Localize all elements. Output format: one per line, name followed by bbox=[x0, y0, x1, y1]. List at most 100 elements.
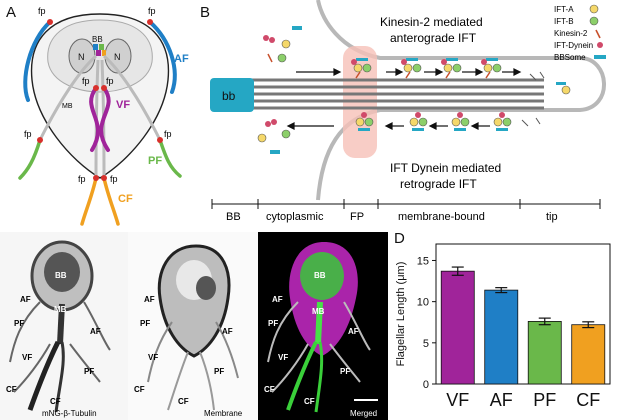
c2-af-left-label: AF bbox=[144, 295, 155, 304]
y-tick-label: 10 bbox=[417, 297, 429, 309]
posterolateral-flagellum-right bbox=[158, 138, 182, 178]
legend-item: IFT-Dynein bbox=[554, 41, 593, 50]
c1-bb-label: BB bbox=[55, 271, 67, 280]
retrograde-trains bbox=[355, 112, 512, 131]
bar bbox=[571, 324, 606, 385]
caudal-flagellum-left bbox=[80, 176, 98, 226]
anterograde-trains bbox=[351, 58, 502, 79]
anterior-flagellum-right bbox=[148, 20, 177, 94]
c2-caption: Membrane bbox=[204, 409, 243, 418]
anterograde-title: Kinesin-2 mediated bbox=[380, 15, 483, 29]
legend-item: IFT-B bbox=[554, 17, 574, 26]
kinesin-icon bbox=[595, 29, 601, 39]
x-tick-label: CF bbox=[576, 390, 600, 410]
x-tick-label: VF bbox=[446, 390, 469, 410]
legend-item: Kinesin-2 bbox=[554, 29, 588, 38]
c1-vf-label: VF bbox=[22, 353, 32, 362]
c2-vf-label: VF bbox=[148, 353, 158, 362]
c3-cf-left-label: CF bbox=[264, 385, 275, 394]
c2-cf-left-label: CF bbox=[134, 385, 145, 394]
n-left-label: N bbox=[78, 52, 85, 62]
micrograph-tubulin: BB AF MB PF AF VF PF CF CF mNG-β-Tubulin bbox=[0, 232, 128, 420]
ventral-flagella bbox=[89, 86, 100, 152]
y-tick-label: 5 bbox=[423, 338, 429, 350]
anterograde-title-2: anterograde IFT bbox=[390, 31, 477, 45]
n-right-label: N bbox=[114, 52, 121, 62]
panel-b-label: B bbox=[200, 4, 211, 21]
region-label: BB bbox=[226, 211, 241, 223]
cytoplasmic-components bbox=[257, 26, 571, 154]
caudal-flagellum-right bbox=[102, 176, 120, 226]
bb-label: BB bbox=[92, 35, 103, 44]
fp-label: fp bbox=[78, 174, 86, 184]
c1-af-right-label: AF bbox=[90, 327, 101, 336]
bar bbox=[527, 321, 562, 385]
retrograde-arrows bbox=[286, 122, 490, 130]
fp-label: fp bbox=[38, 6, 46, 16]
c2-pf-right-label: PF bbox=[214, 367, 224, 376]
cf-label: CF bbox=[118, 193, 133, 205]
y-tick-label: 0 bbox=[423, 379, 429, 391]
c2-cf-right-label: CF bbox=[178, 397, 189, 406]
c3-mb-label: MB bbox=[312, 307, 325, 316]
fp-dot bbox=[157, 137, 163, 143]
c3-af-right-label: AF bbox=[348, 327, 359, 336]
fp-label: fp bbox=[24, 129, 32, 139]
region-label: membrane-bound bbox=[398, 211, 485, 223]
anterior-flagellum-left bbox=[23, 20, 52, 102]
region-axis: BB cytoplasmic FP membrane-bound tip bbox=[211, 199, 601, 223]
bb-box-label: bb bbox=[222, 89, 236, 103]
membrane-outline bbox=[316, 0, 606, 201]
fp-dot bbox=[93, 175, 99, 181]
fp-dot bbox=[37, 137, 43, 143]
fp-label: fp bbox=[110, 174, 118, 184]
fp-dot bbox=[101, 85, 107, 91]
region-label: cytoplasmic bbox=[266, 211, 324, 223]
panel-a-label: A bbox=[6, 4, 17, 21]
fp-label: fp bbox=[106, 76, 114, 86]
c3-af-left-label: AF bbox=[272, 295, 283, 304]
legend-item: BBSome bbox=[554, 53, 586, 62]
c1-cf-left-label: CF bbox=[6, 385, 17, 394]
basal-body-box bbox=[210, 78, 254, 112]
fp-label: fp bbox=[164, 129, 172, 139]
c1-pf-left-label: PF bbox=[14, 319, 24, 328]
c2-pf-left-label: PF bbox=[140, 319, 150, 328]
legend-item: IFT-A bbox=[554, 5, 574, 14]
fp-dot bbox=[93, 85, 99, 91]
x-tick-label: AF bbox=[490, 390, 513, 410]
pf-label: PF bbox=[148, 155, 162, 167]
mb-label: MB bbox=[62, 103, 73, 110]
c1-pf-right-label: PF bbox=[84, 367, 94, 376]
c3-pf-right-label: PF bbox=[340, 367, 350, 376]
bbsome-icon bbox=[594, 55, 606, 59]
posterolateral-flagellum-left bbox=[18, 138, 42, 180]
panel-d-label: D bbox=[394, 230, 405, 247]
vf-label: VF bbox=[116, 99, 130, 111]
c3-vf-label: VF bbox=[278, 353, 288, 362]
c3-bb-label: BB bbox=[314, 271, 326, 280]
bar bbox=[440, 270, 475, 385]
anterograde-arrows bbox=[296, 68, 522, 76]
c1-cf-right-label: CF bbox=[50, 397, 61, 406]
panel-b-diagram: bb Kinesin-2 mediated anterograde IFT IF… bbox=[210, 0, 606, 223]
fp-dot bbox=[147, 19, 153, 25]
c1-af-left-label: AF bbox=[20, 295, 31, 304]
region-label: tip bbox=[546, 211, 558, 223]
ift-b-icon bbox=[589, 16, 599, 26]
fp-dot bbox=[101, 175, 107, 181]
region-label: FP bbox=[350, 211, 364, 223]
legend: IFT-A IFT-B Kinesin-2 IFT-Dynein BBSome bbox=[554, 4, 606, 62]
c1-mb-label: MB bbox=[54, 305, 67, 314]
c3-pf-left-label: PF bbox=[268, 319, 278, 328]
micrograph-merged: BB AF MB PF AF VF PF CF CF Merged bbox=[258, 232, 388, 420]
af-label: AF bbox=[174, 53, 189, 65]
fp-label: fp bbox=[148, 6, 156, 16]
retrograde-title-2: retrograde IFT bbox=[400, 177, 477, 191]
c2-af-right-label: AF bbox=[222, 327, 233, 336]
y-tick-label: 15 bbox=[417, 255, 429, 267]
c3-cf-right-label: CF bbox=[304, 397, 315, 406]
panel-a-diagram: N N BB fp fp fp fp fp fp fp fp MB AF VF … bbox=[18, 6, 189, 226]
micrograph-membrane: AF PF AF VF PF CF CF Membrane bbox=[128, 232, 258, 420]
x-tick-label: PF bbox=[533, 390, 556, 410]
